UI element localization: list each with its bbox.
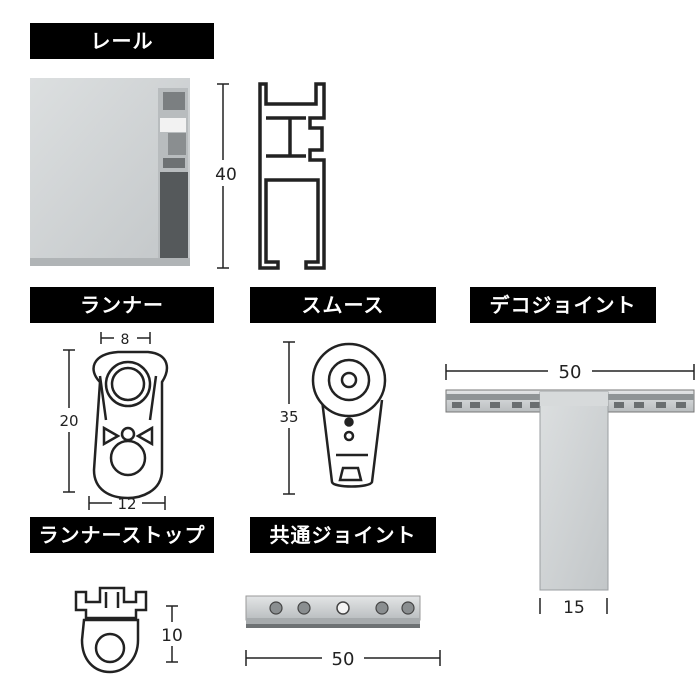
rail-label: レール: [30, 23, 214, 59]
deco-joint-label: デコジョイント: [470, 287, 656, 323]
deco-joint-dimension-top: [445, 364, 695, 380]
rail-photo: [30, 78, 190, 266]
runner-stop-label: ランナーストップ: [30, 517, 214, 553]
runner-label: ランナー: [30, 287, 214, 323]
runner-drawing: [92, 350, 169, 500]
common-joint-label: 共通ジョイント: [250, 517, 436, 553]
rail-height-value: 40: [215, 165, 237, 185]
smooth-drawing: [311, 342, 387, 488]
smooth-label: スムース: [250, 287, 436, 323]
deco-joint-width-value: 50: [559, 362, 582, 383]
rail-height-dimension: 40: [212, 83, 238, 269]
runner-width-top-value: 8: [121, 332, 130, 348]
runner-width-bottom-value: 12: [117, 495, 136, 513]
common-joint-photo: [245, 595, 421, 628]
runner-stop-height-value: 10: [161, 626, 183, 646]
runner-stop-drawing: [74, 586, 148, 674]
smooth-height-value: 35: [279, 408, 298, 426]
deco-joint-photo: [445, 389, 695, 591]
common-joint-dimension: [245, 650, 441, 666]
runner-height-value: 20: [59, 412, 78, 430]
rail-cross-section: [258, 82, 326, 270]
deco-joint-stem-value: 15: [563, 598, 585, 618]
common-joint-width-value: 50: [332, 649, 355, 670]
deco-joint-stem-dimension: [539, 598, 608, 614]
